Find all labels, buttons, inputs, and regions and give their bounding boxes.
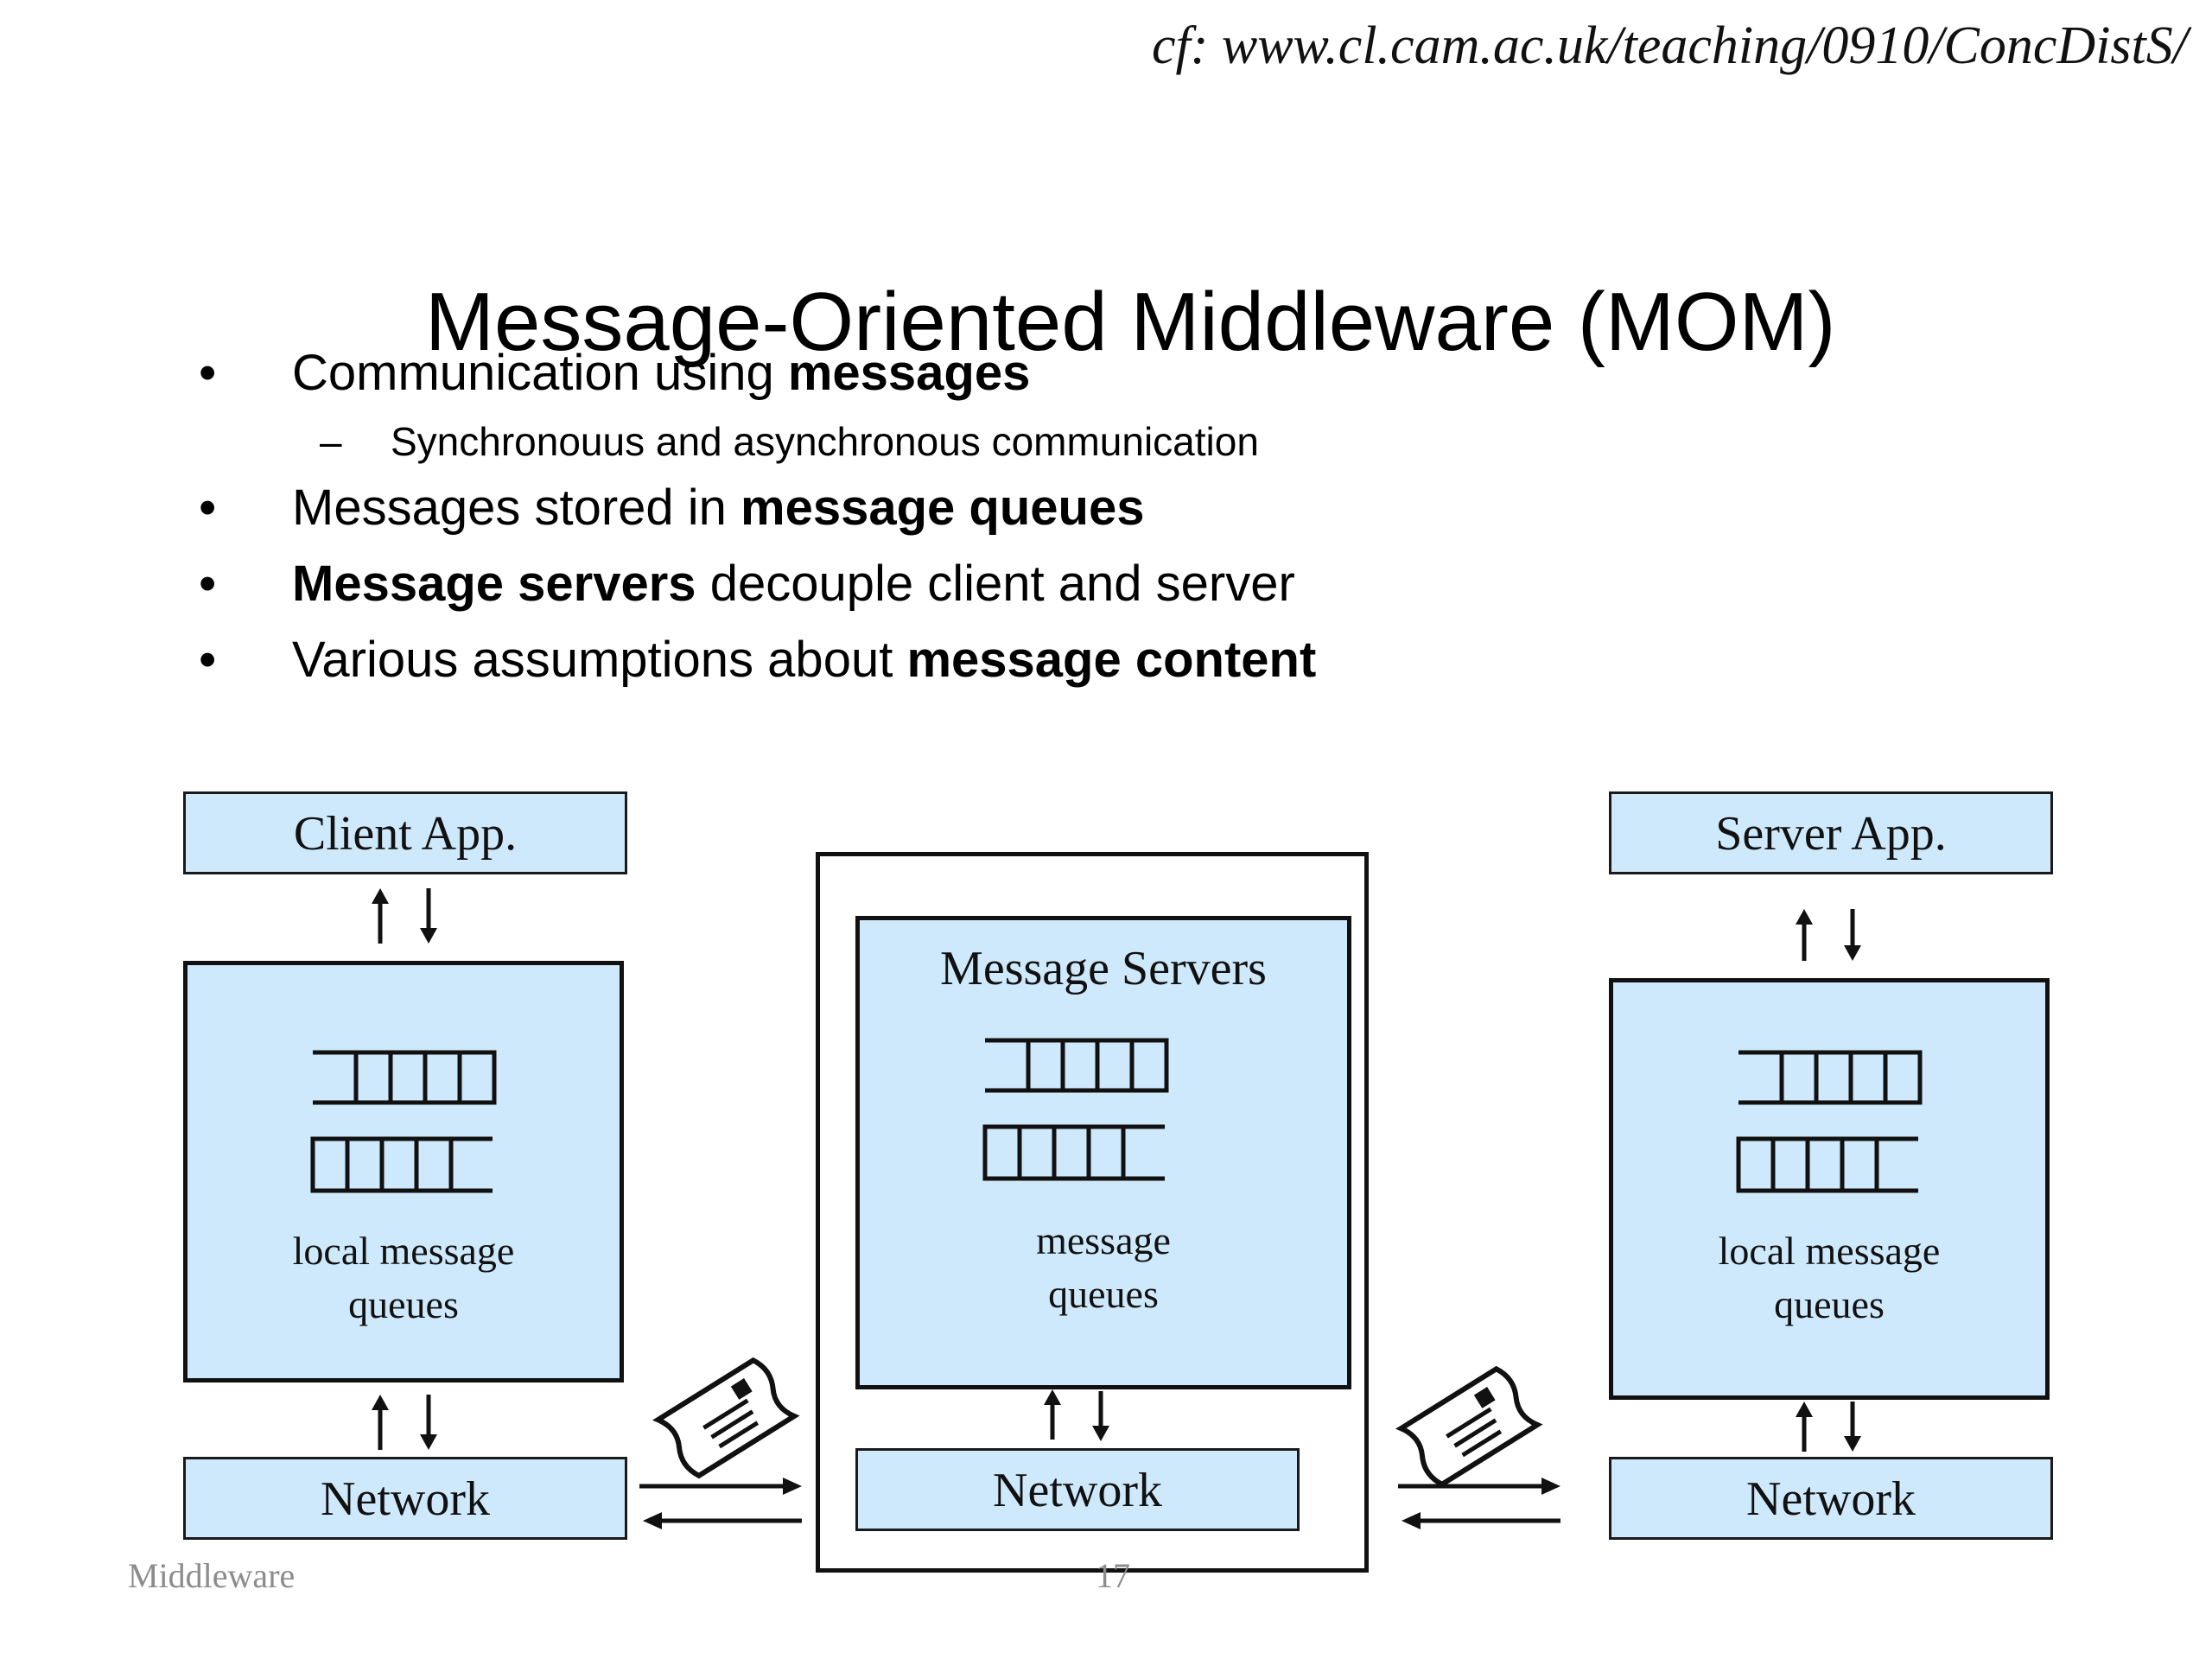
down-arrow-icon	[1844, 909, 1861, 961]
up-arrow-icon	[1796, 1402, 1813, 1452]
middle-network-label: Network	[993, 1464, 1162, 1517]
sub-bullet-dash: –	[320, 419, 342, 464]
letter-icon	[652, 1357, 800, 1479]
server-local-queues-label-line1: local message	[1718, 1229, 1941, 1273]
server-network-box: Network	[1609, 1457, 2053, 1540]
bullet-text-plain: Various assumptions about	[292, 632, 907, 688]
right-arrow-icon	[639, 1478, 802, 1495]
client-queues-box: local message queues	[183, 961, 624, 1382]
down-arrow-icon	[1844, 1402, 1861, 1452]
client-app-label: Client App.	[293, 807, 518, 861]
slide-title: Message-Oriented Middleware (MOM)	[425, 276, 1836, 368]
queue-icon	[985, 1038, 1169, 1093]
up-arrow-icon	[372, 888, 389, 944]
queue-icon	[1738, 1050, 1923, 1105]
server-app-box: Server App.	[1609, 791, 2053, 874]
sub-bullet-text: Synchronouus and asynchronous communicat…	[391, 419, 1259, 464]
bullet-dot: •	[199, 632, 217, 688]
down-arrow-icon	[1092, 1391, 1109, 1441]
bullet-text-plain: Communication using	[292, 345, 788, 401]
client-queues-label-line2: queues	[348, 1282, 459, 1326]
bullet-dot: •	[199, 556, 217, 612]
message-servers-box: Message Servers message queues	[855, 916, 1351, 1389]
client-app-box: Client App.	[183, 791, 627, 874]
reference-url: cf: www.cl.cam.ac.uk/teaching/0910/ConcD…	[1151, 16, 2188, 75]
bullet-text-bold: message content	[906, 632, 1317, 688]
client-queues-label-line1: local message	[292, 1229, 515, 1273]
client-network-label: Network	[321, 1472, 490, 1526]
down-arrow-icon	[420, 1395, 437, 1450]
bullet-dot: •	[199, 345, 217, 401]
right-arrow-icon	[1398, 1478, 1560, 1495]
bullet-dot: •	[199, 480, 217, 536]
down-arrow-icon	[420, 888, 437, 944]
bullet-text-bold: messages	[787, 345, 1031, 401]
server-local-queues-label-line2: queues	[1774, 1282, 1885, 1326]
middle-network-box: Network	[855, 1448, 1300, 1531]
bullet-text-plain: decouple client and server	[696, 556, 1295, 612]
client-network-box: Network	[183, 1457, 627, 1540]
queue-icon	[982, 1124, 1165, 1181]
queue-icon	[313, 1050, 497, 1105]
left-arrow-icon	[643, 1512, 802, 1529]
bullet-text-plain: Messages stored in	[292, 480, 741, 536]
left-arrow-icon	[1402, 1512, 1560, 1529]
server-queues-label-line2: queues	[1048, 1272, 1159, 1316]
server-network-label: Network	[1746, 1472, 1916, 1526]
up-arrow-icon	[1044, 1389, 1061, 1440]
up-arrow-icon	[1796, 909, 1813, 961]
message-servers-title: Message Servers	[940, 942, 1267, 995]
queue-icon	[1736, 1136, 1918, 1193]
letter-icon	[1395, 1365, 1543, 1488]
queue-icon	[310, 1136, 493, 1193]
bullet-text-bold: Message servers	[292, 556, 696, 612]
bullet-text-bold: message queues	[741, 480, 1145, 536]
up-arrow-icon	[372, 1395, 389, 1450]
server-queues-label-line1: message	[1036, 1218, 1171, 1262]
server-app-label: Server App.	[1715, 807, 1947, 861]
footer-section-label: Middleware	[128, 1556, 296, 1595]
footer-page-number: 17	[1096, 1556, 1130, 1595]
